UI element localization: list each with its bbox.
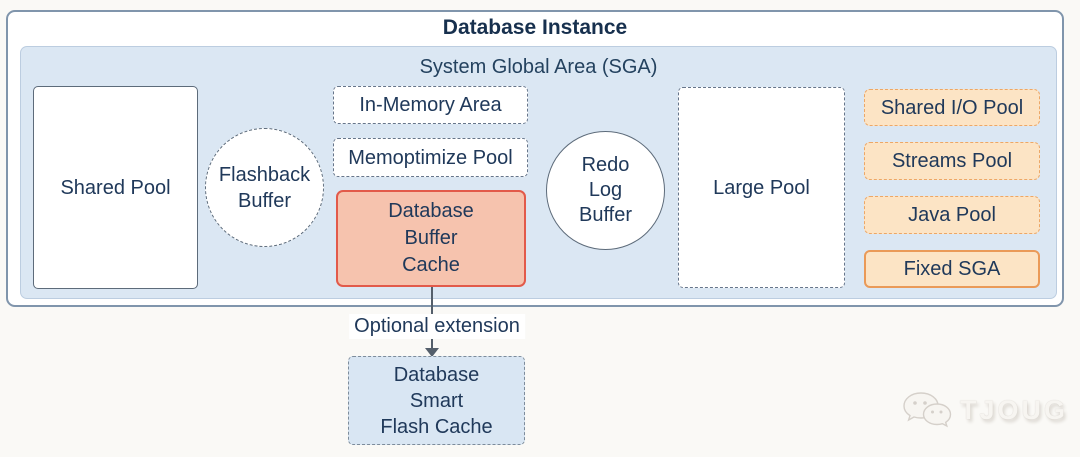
sga-title: System Global Area (SGA) bbox=[419, 56, 658, 78]
shared-io-pool-node: Shared I/O Pool bbox=[864, 89, 1040, 126]
memoptimize-pool-node: Memoptimize Pool bbox=[333, 138, 528, 177]
flashback-buffer-node: Flashback Buffer bbox=[205, 128, 324, 247]
streams-pool-node: Streams Pool bbox=[864, 142, 1040, 180]
extension-arrowhead-icon bbox=[425, 348, 439, 357]
large-pool-node: Large Pool bbox=[678, 87, 845, 288]
optional-extension-label: Optional extension bbox=[349, 314, 525, 339]
redo-log-buffer-node: Redo Log Buffer bbox=[546, 131, 665, 250]
in-memory-area-node: In-Memory Area bbox=[333, 86, 528, 124]
wechat-icon bbox=[903, 392, 952, 428]
database-smart-flash-cache-node: Database Smart Flash Cache bbox=[348, 356, 525, 445]
watermark: TJOUG bbox=[900, 390, 1068, 430]
database-instance-title: Database Instance bbox=[442, 16, 628, 39]
database-buffer-cache-node: Database Buffer Cache bbox=[336, 190, 526, 287]
fixed-sga-node: Fixed SGA bbox=[864, 250, 1040, 288]
shared-pool-node: Shared Pool bbox=[33, 86, 198, 289]
java-pool-node: Java Pool bbox=[864, 196, 1040, 234]
watermark-text: TJOUG bbox=[960, 394, 1069, 425]
